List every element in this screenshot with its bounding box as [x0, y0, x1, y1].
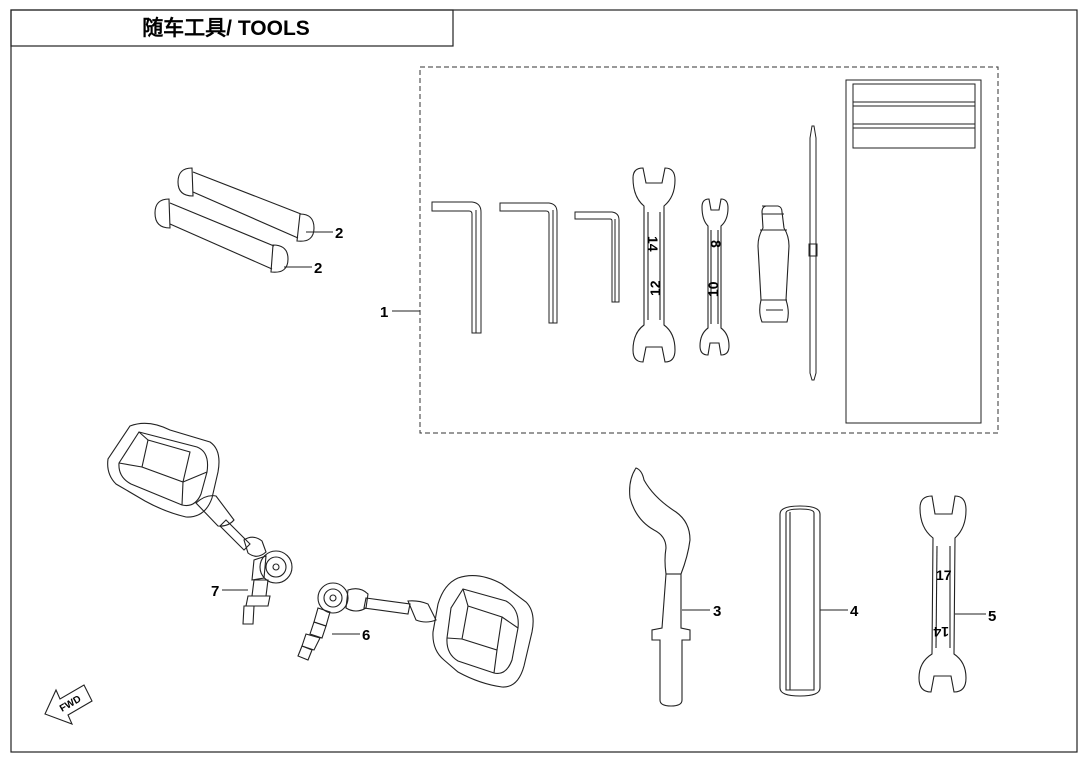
wrench-14-12-top-size: 14 [645, 236, 661, 252]
tool-pouch [845, 79, 982, 424]
wrench-17-14-bottom-size: 14 [933, 624, 949, 640]
mirror-right [297, 575, 534, 688]
tool-kit-box [419, 66, 999, 434]
hex-key-small [574, 211, 620, 303]
wrench-14-12 [632, 167, 676, 363]
wrench-17-14 [918, 495, 967, 693]
wrench-8-10 [699, 198, 730, 356]
extension-tube [779, 505, 821, 697]
hook-spanner [629, 467, 691, 707]
callout-1: 1 [380, 304, 388, 321]
callout-6: 6 [362, 627, 370, 644]
forward-arrow-icon [44, 684, 93, 725]
hex-key-large [431, 201, 482, 334]
rubber-strap-a [177, 167, 315, 242]
callout-3: 3 [713, 603, 721, 620]
fwd-label: FWD [58, 694, 83, 715]
wrench-8-10-top-size: 8 [708, 240, 724, 248]
screwdriver-handle [757, 205, 790, 323]
mirror-left [107, 422, 293, 625]
hex-key-medium [499, 202, 558, 324]
wrench-14-12-bottom-size: 12 [647, 280, 663, 296]
callout-4: 4 [850, 603, 859, 620]
title-box [10, 9, 454, 47]
wrench-8-10-bottom-size: 10 [705, 281, 721, 297]
callout-7: 7 [211, 583, 219, 600]
screwdriver-bit [808, 125, 818, 381]
diagram-border [10, 9, 1078, 753]
page-title: 随车工具/ TOOLS [142, 16, 310, 40]
rubber-strap-b [154, 198, 289, 273]
callout-2a: 2 [335, 225, 343, 242]
wrench-17-14-top-size: 17 [936, 567, 952, 583]
callout-2b: 2 [314, 260, 322, 277]
callout-5: 5 [988, 608, 996, 625]
